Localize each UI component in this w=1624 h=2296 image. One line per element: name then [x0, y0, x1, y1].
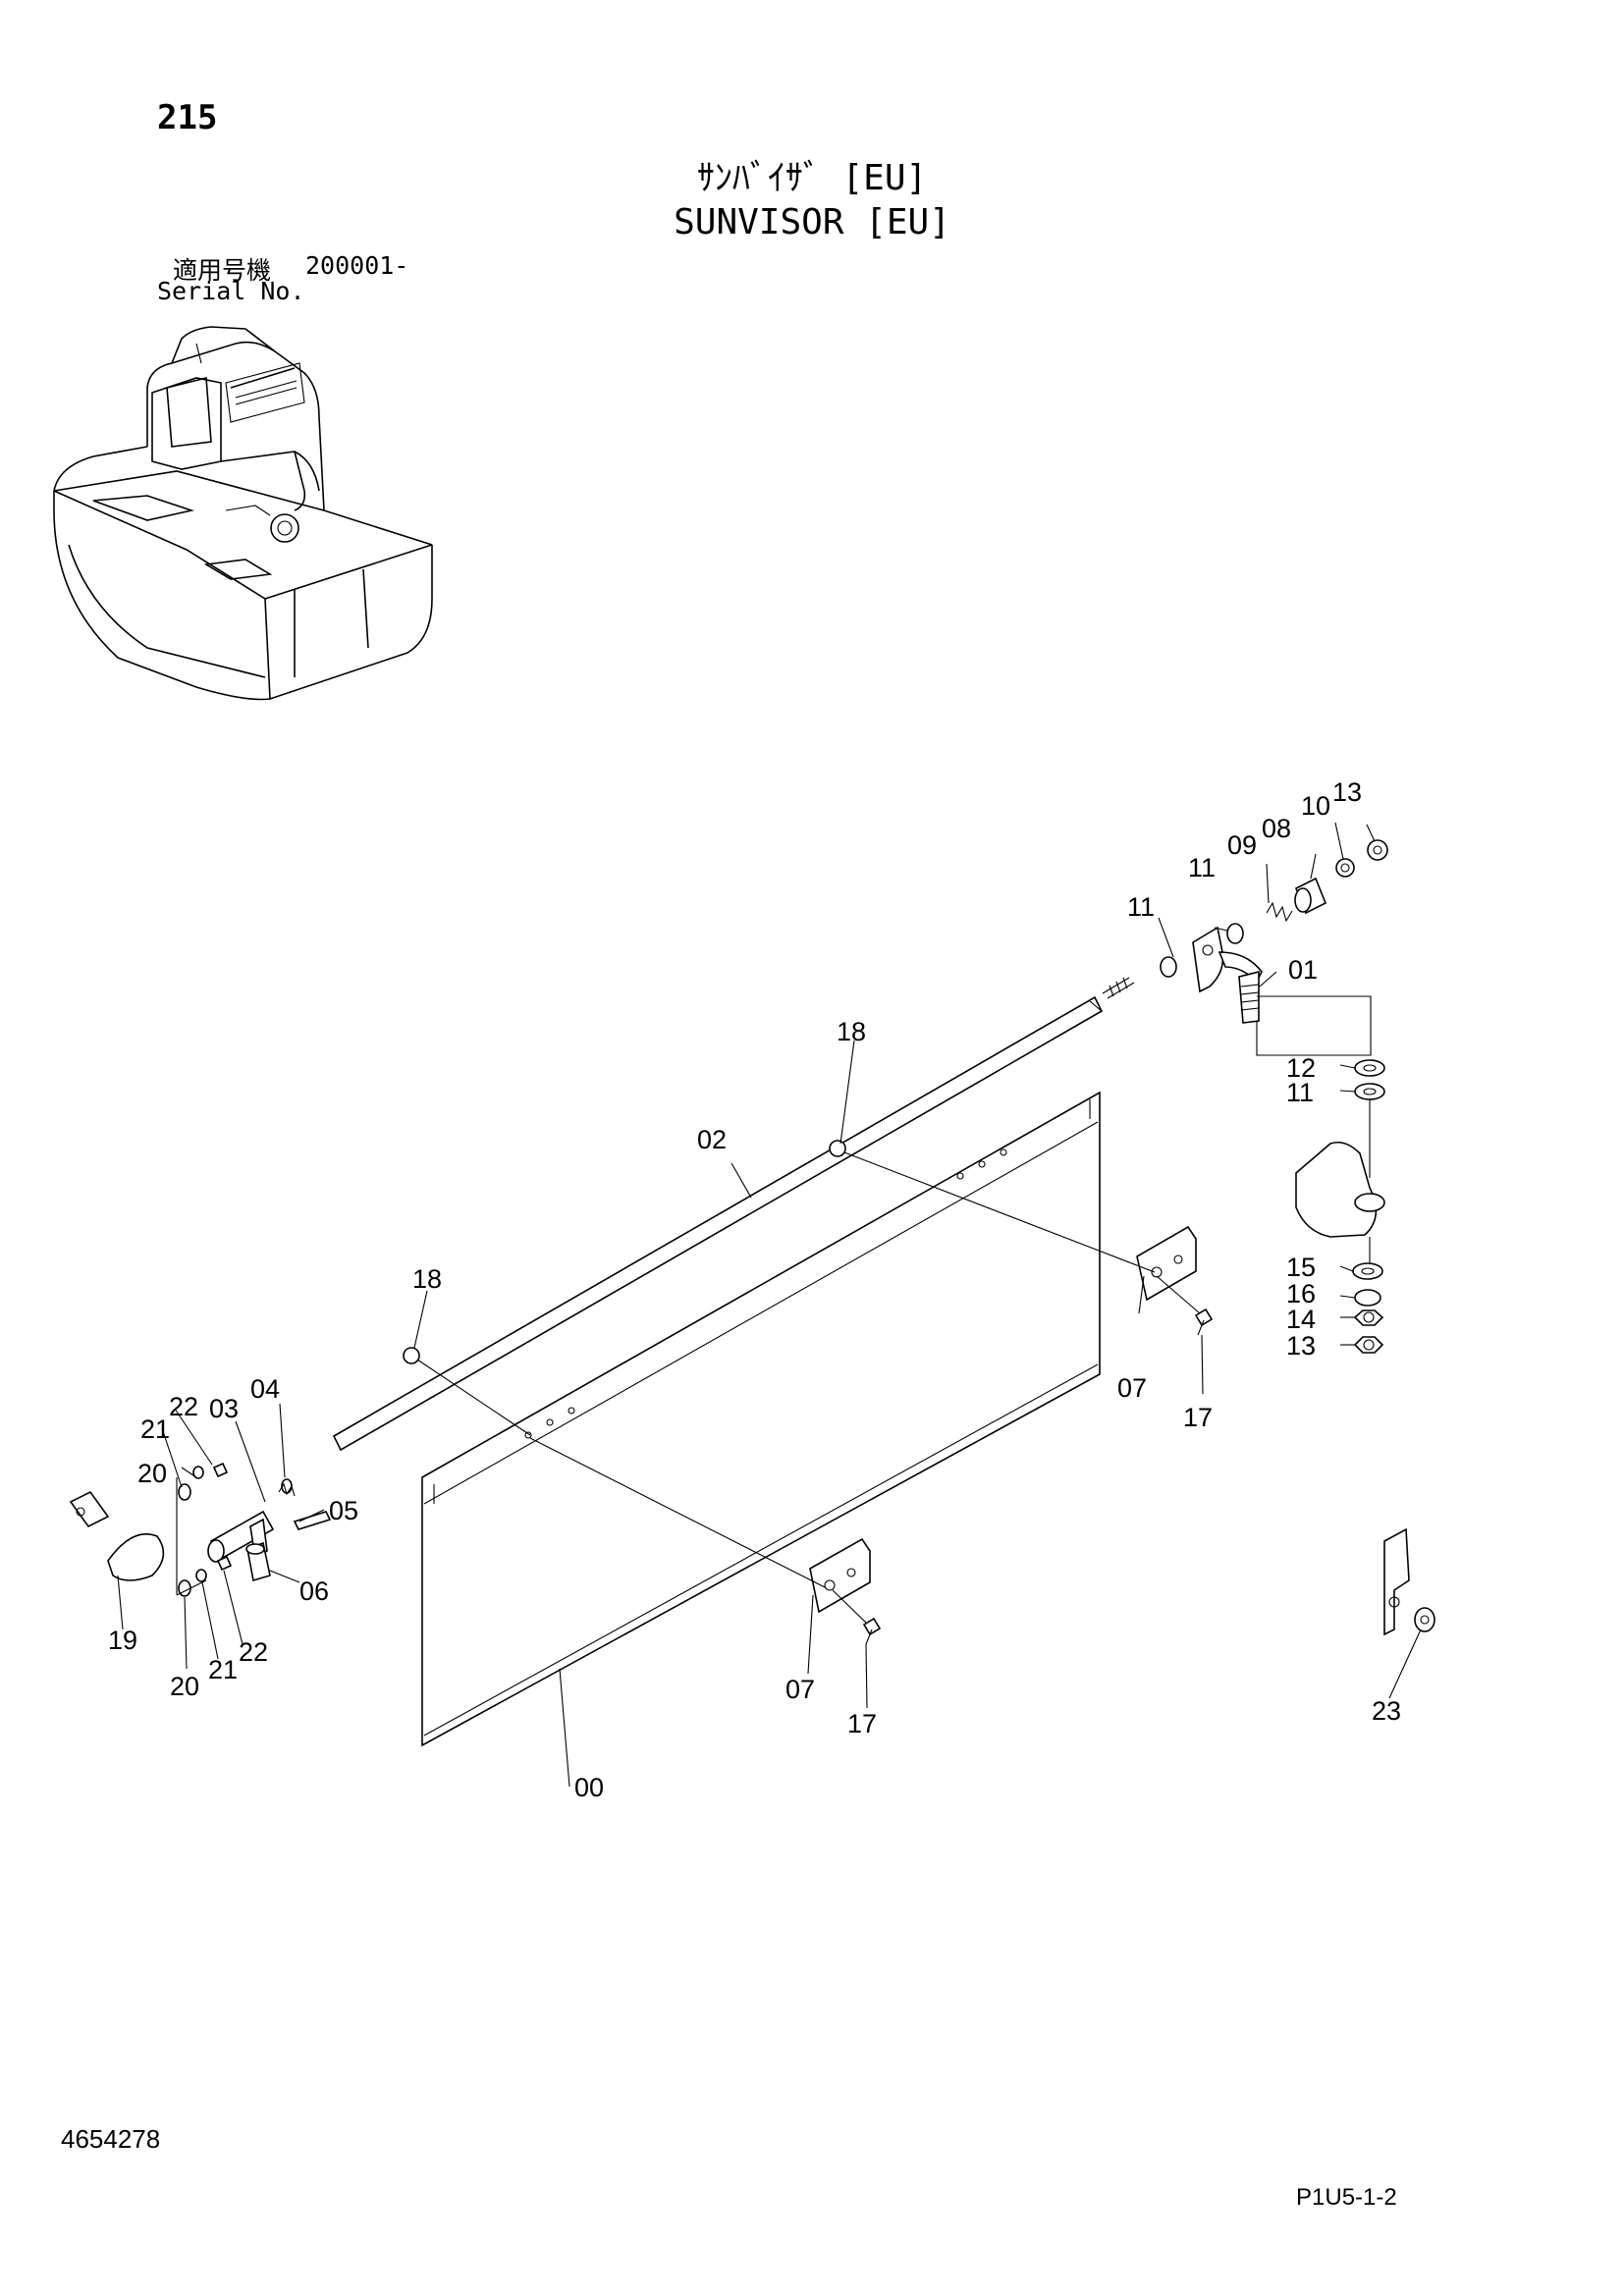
page-number: 215 [157, 98, 218, 137]
serial-label-japanese: 適用号機 [173, 256, 272, 285]
hinge-plates [403, 1140, 1214, 1645]
callout-02: 02 [697, 1125, 727, 1154]
callout-11-mid: 11 [1127, 892, 1155, 922]
callout-18-upper: 18 [837, 1017, 866, 1046]
callout-07-lower: 07 [785, 1675, 815, 1704]
callout-13-top: 13 [1332, 777, 1362, 807]
callout-23: 23 [1372, 1696, 1401, 1726]
serial-label-english: Serial No. [157, 277, 305, 305]
callout-10: 10 [1301, 791, 1330, 821]
callout-08: 08 [1262, 814, 1291, 843]
page-code: P1U5-1-2 [1296, 2184, 1397, 2211]
callout-20-lower: 20 [170, 1672, 199, 1701]
callout-21-upper: 21 [140, 1415, 170, 1444]
callout-labels: 00 01 02 03 04 05 06 07 07 08 09 10 11 1… [108, 777, 1401, 1802]
right-lower-stack [1256, 995, 1385, 1354]
document-number: 4654278 [61, 2124, 161, 2154]
sunvisor-panel [421, 1091, 1101, 1747]
callout-19: 19 [108, 1626, 137, 1655]
callout-17-lower: 17 [847, 1709, 877, 1738]
right-bracket-assembly [1160, 839, 1388, 1024]
callout-16: 16 [1286, 1279, 1316, 1308]
callout-14: 14 [1286, 1305, 1316, 1334]
callout-03: 03 [209, 1394, 239, 1423]
callout-05: 05 [329, 1496, 358, 1525]
callout-13-low: 13 [1286, 1331, 1316, 1361]
callout-07-upper: 07 [1117, 1373, 1147, 1403]
callout-04: 04 [250, 1374, 280, 1404]
callout-22-upper: 22 [169, 1392, 198, 1421]
callout-12: 12 [1286, 1053, 1316, 1083]
callout-00: 00 [574, 1773, 604, 1802]
callout-22-lower: 22 [239, 1637, 268, 1667]
title-english: SUNVISOR [EU] [674, 202, 950, 242]
callout-11-low: 11 [1286, 1078, 1314, 1107]
serial-value: 200001- [305, 251, 409, 280]
callout-01: 01 [1288, 955, 1318, 985]
callout-11-top: 11 [1188, 853, 1216, 882]
bracket-23 [1383, 1527, 1435, 1636]
callout-09: 09 [1227, 830, 1257, 860]
left-end-assembly [69, 1462, 332, 1597]
callout-21-lower: 21 [208, 1655, 238, 1684]
callout-20-upper: 20 [137, 1459, 167, 1488]
machine-overview-illustration [53, 326, 433, 701]
callout-15: 15 [1286, 1253, 1316, 1282]
callout-17-upper: 17 [1183, 1403, 1213, 1432]
title-japanese: ｻﾝﾊﾞｲｻﾞ [EU] [696, 158, 928, 198]
callout-06: 06 [299, 1576, 329, 1606]
leader-lines [117, 822, 1422, 1788]
callout-18-lower: 18 [412, 1264, 442, 1294]
